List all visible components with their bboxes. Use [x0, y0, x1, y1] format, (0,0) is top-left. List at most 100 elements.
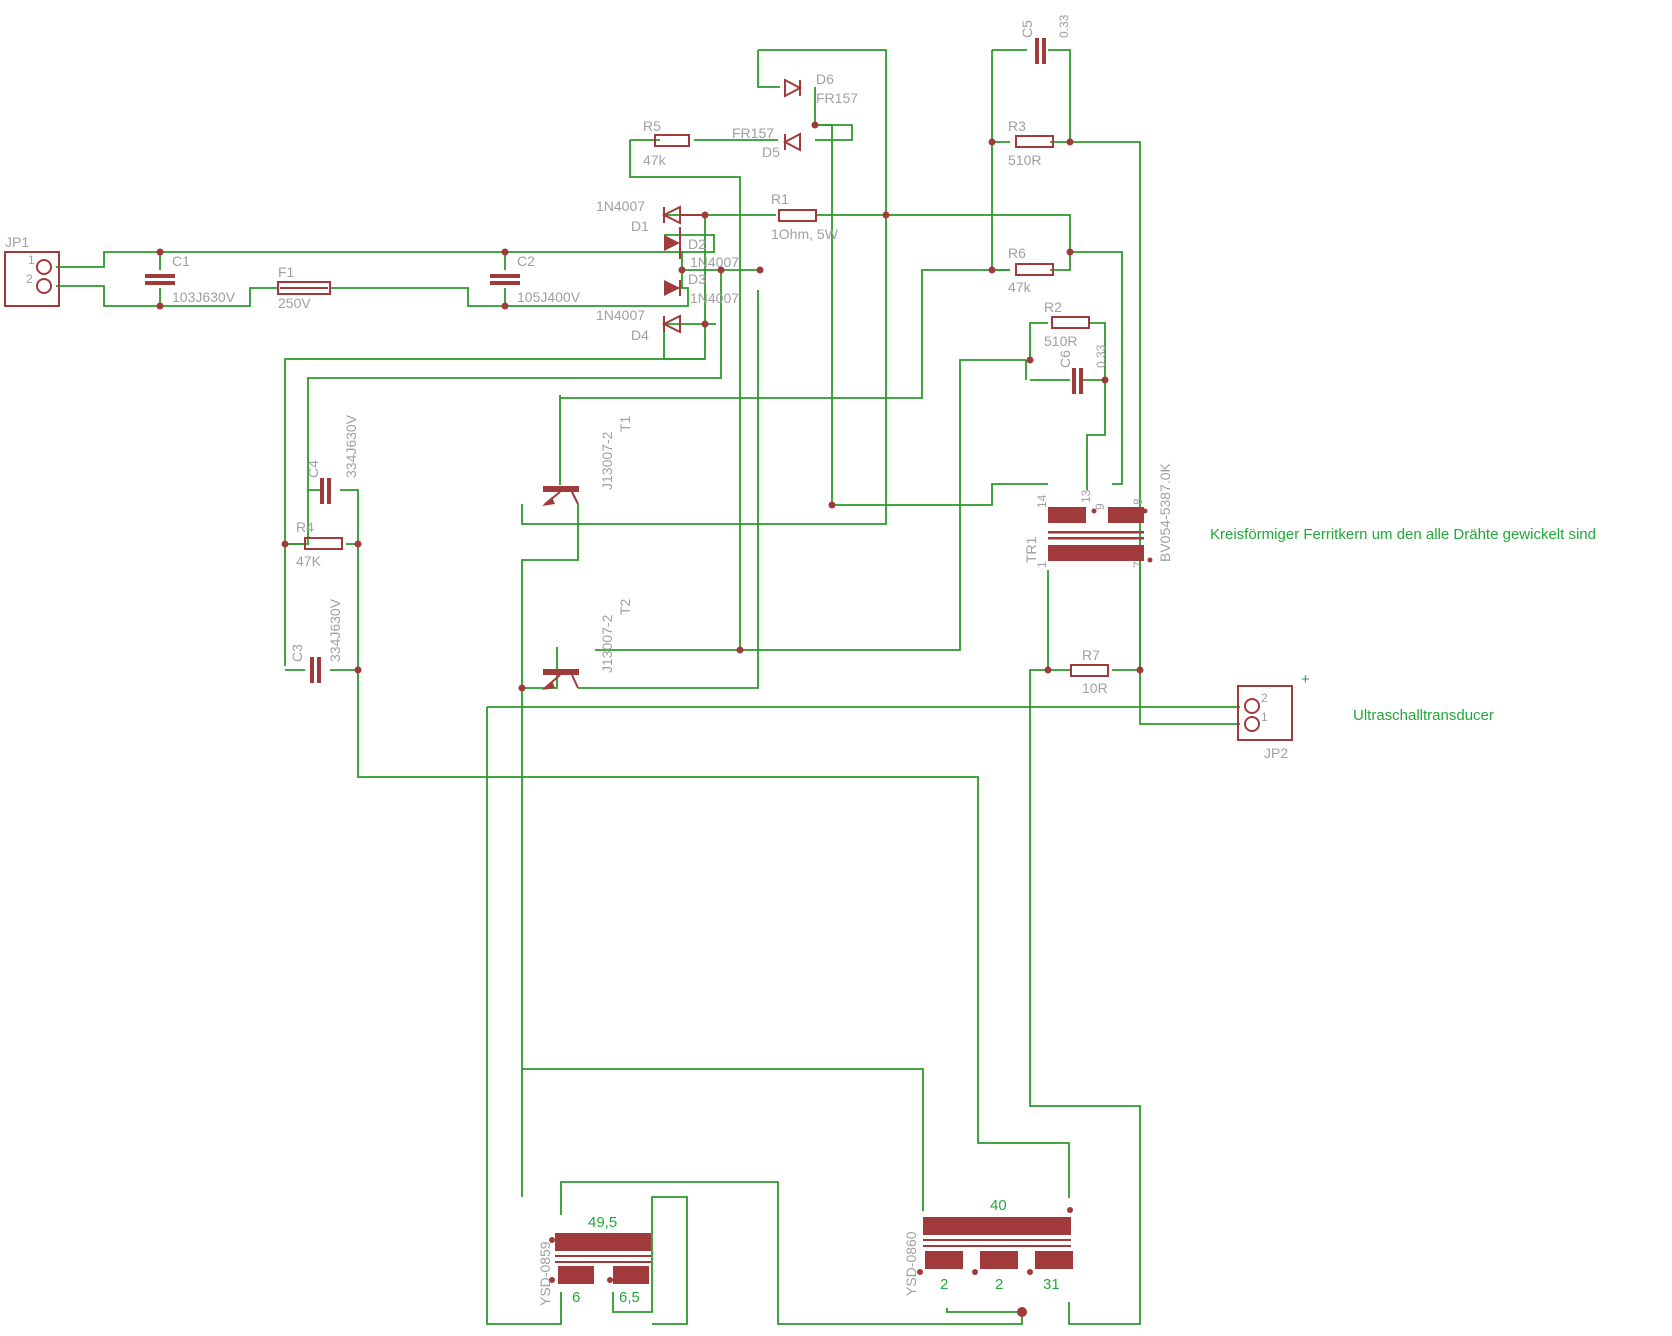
- tr1-s1: S1: [1118, 495, 1131, 507]
- r2-value: 510R: [1044, 333, 1077, 349]
- c3-capacitor: C3 334J630V: [289, 598, 343, 683]
- d1-name: D1: [631, 218, 649, 234]
- r2-name: R2: [1044, 299, 1062, 315]
- f1-name: F1: [278, 264, 295, 280]
- c2-value: 105J400V: [517, 289, 581, 305]
- jp2-pin1: 1: [1261, 710, 1268, 724]
- tr1-s2: S2: [1063, 495, 1076, 507]
- tr1-pri: PRI: [1087, 565, 1105, 577]
- jp1-pin2: 2: [26, 272, 33, 286]
- junctions: [156, 121, 1144, 1317]
- transducer-note: Ultraschalltransducer: [1353, 707, 1494, 724]
- r1-name: R1: [771, 191, 789, 207]
- ysd2-top: 40: [990, 1197, 1007, 1214]
- r4-name: R4: [296, 519, 314, 535]
- ysd1-bl: 6: [572, 1289, 580, 1306]
- d6-name: D6: [816, 71, 834, 87]
- d3-type: 1N4007: [690, 290, 739, 306]
- jp2-label: JP2: [1264, 745, 1288, 761]
- jp1-pin1: 1: [28, 253, 35, 267]
- d3-name: D3: [688, 271, 706, 287]
- c3-value: 334J630V: [327, 598, 343, 662]
- d5-name: D5: [762, 144, 780, 160]
- c5-name: C5: [1019, 20, 1035, 38]
- tr1-p8: 8: [1131, 498, 1145, 505]
- wires: [56, 49, 1240, 1325]
- r6-resistor: R6 47k: [1008, 245, 1054, 295]
- d6-type: FR157: [816, 90, 858, 106]
- t1-transistor: J13007-2 T1: [542, 415, 633, 506]
- ysd1-top: 49,5: [588, 1214, 617, 1231]
- c4-name: C4: [305, 460, 321, 478]
- tr1-transformer: S2 S1 PRI 14 13 9 8 1 7 TR1 BV054-5387.0…: [1023, 462, 1173, 577]
- d6-diode: D6 FR157: [784, 71, 858, 106]
- ysd2-b3: 31: [1043, 1276, 1060, 1293]
- d3-diode: D3 1N4007: [664, 271, 739, 306]
- r7-value: 10R: [1082, 680, 1108, 696]
- c3-name: C3: [289, 644, 305, 662]
- r4-value: 47K: [296, 553, 322, 569]
- tr1-p14: 14: [1035, 494, 1049, 508]
- r3-resistor: R3 510R: [1008, 118, 1054, 168]
- tr1-name: TR1: [1023, 536, 1039, 563]
- c6-value: 0.33: [1094, 344, 1108, 368]
- tr1-p1: 1: [1035, 561, 1049, 568]
- ysd2-b1: 2: [940, 1276, 948, 1293]
- d1-diode: 1N4007 D1: [596, 198, 705, 234]
- c5-value: 0.33: [1057, 14, 1071, 38]
- jp1-connector: JP1 1 2: [4, 234, 60, 307]
- c1-capacitor: C1 103J630V: [145, 253, 236, 305]
- c6-name: C6: [1057, 350, 1073, 368]
- r5-value: 47k: [643, 152, 667, 168]
- d1-type: 1N4007: [596, 198, 645, 214]
- ysd1-br: 6,5: [619, 1289, 640, 1306]
- c5-capacitor: C5 0.33: [1019, 14, 1071, 64]
- f1-value: 250V: [278, 295, 311, 311]
- t2-name: T2: [617, 598, 633, 615]
- c4-capacitor: C4 334J630V: [305, 414, 359, 504]
- ysd-0860-transformer: 40 2 2 31 YSD-0860: [903, 1197, 1073, 1296]
- jp2-pin2: 2: [1261, 691, 1268, 705]
- ysd1-name: YSD-0859: [537, 1241, 553, 1306]
- f1-fuse: F1 250V: [277, 264, 331, 311]
- r6-name: R6: [1008, 245, 1026, 261]
- t2-type: J13007-2: [599, 614, 615, 673]
- tr1-p7: 7: [1131, 561, 1145, 568]
- r2-resistor: R2 510R: [1044, 299, 1090, 349]
- ysd-0859-transformer: 49,5 6 6,5 YSD-0859: [537, 1214, 651, 1306]
- c6-capacitor: C6 0.33: [1057, 344, 1108, 394]
- r4-resistor: R4 47K: [296, 519, 343, 569]
- c1-value: 103J630V: [172, 289, 236, 305]
- d4-name: D4: [631, 327, 649, 343]
- r1-value: 1Ohm, 5W: [771, 226, 839, 242]
- ysd2-name: YSD-0860: [903, 1231, 919, 1296]
- ferrite-note: Kreisförmiger Ferritkern um den alle Drä…: [1210, 526, 1596, 543]
- r3-name: R3: [1008, 118, 1026, 134]
- r5-resistor: R5 47k: [643, 118, 690, 168]
- r7-name: R7: [1082, 647, 1100, 663]
- d5-type: FR157: [732, 125, 774, 141]
- t1-name: T1: [617, 415, 633, 432]
- d4-type: 1N4007: [596, 307, 645, 323]
- r6-value: 47k: [1008, 279, 1032, 295]
- r1-resistor: R1 1Ohm, 5W: [771, 191, 839, 242]
- r3-value: 510R: [1008, 152, 1041, 168]
- ysd2-b2: 2: [995, 1276, 1003, 1293]
- tr1-type: BV054-5387.0K: [1157, 462, 1173, 562]
- c2-name: C2: [517, 253, 535, 269]
- d2-type: 1N4007: [690, 254, 739, 270]
- c1-name: C1: [172, 253, 190, 269]
- d5-diode: FR157 D5: [732, 125, 801, 160]
- r7-resistor: R7 10R: [1070, 647, 1109, 696]
- tr1-p13: 13: [1079, 489, 1093, 503]
- jp2-connector: 2 1 JP2 +: [1237, 671, 1310, 761]
- jp2-plus: +: [1301, 671, 1310, 688]
- r5-name: R5: [643, 118, 661, 134]
- t2-transistor: J13007-2 T2: [542, 598, 633, 690]
- c2-capacitor: C2 105J400V: [490, 253, 581, 305]
- jp1-label: JP1: [5, 234, 29, 250]
- d2-diode: D2 1N4007: [664, 227, 739, 270]
- tr1-p9: 9: [1093, 503, 1107, 510]
- d4-diode: 1N4007 D4: [596, 307, 681, 343]
